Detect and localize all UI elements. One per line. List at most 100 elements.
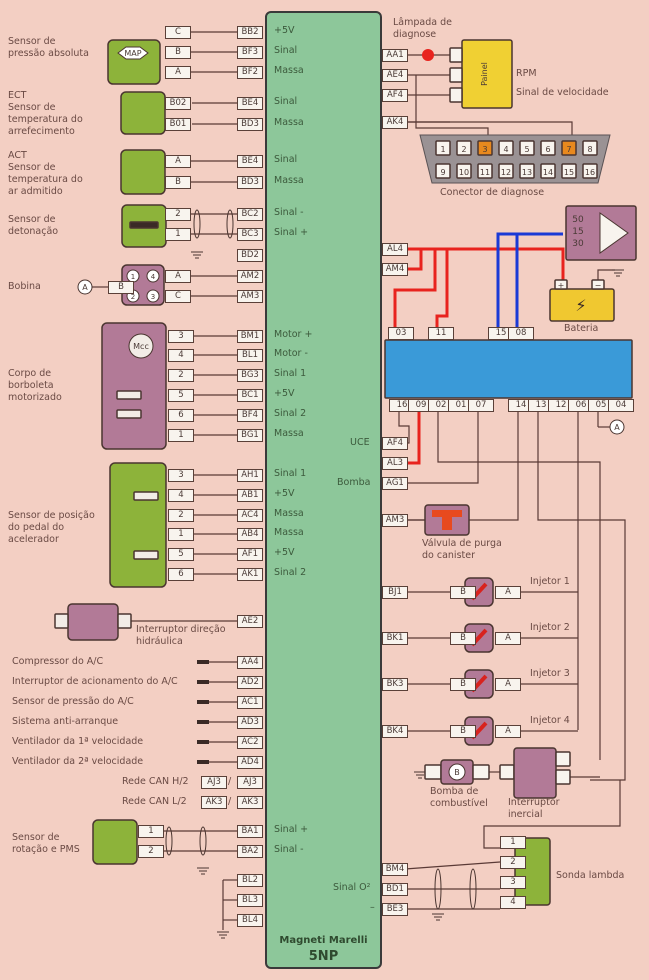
can-ecu-pin: AK3 [237, 796, 263, 809]
ect-pin: B02 [165, 97, 191, 110]
obd-pin-number: 2 [461, 145, 466, 154]
steering-switch-label: Interruptor direção hidráulica [136, 624, 226, 647]
potentiometer-icon [116, 409, 142, 419]
aux-ecu-pin: AC1 [237, 696, 263, 709]
knock-signal: Sinal - [274, 207, 304, 218]
injector-pin-b: B [450, 678, 476, 691]
pedal-ecu-pin: AH1 [237, 469, 263, 482]
obd-pin-number: 1 [440, 145, 445, 154]
aux-ecu-pin: AD3 [237, 716, 263, 729]
ect-sensor-body [120, 91, 166, 135]
crank-sensor-body [92, 819, 138, 865]
ect-signal: Sinal [274, 96, 298, 107]
crank-pin: 2 [138, 845, 164, 858]
throttle-ecu-pin: BG3 [237, 369, 263, 382]
obd-pin-number: 11 [480, 168, 490, 177]
potentiometer-icon [133, 491, 159, 501]
obd-pin-number: 9 [440, 168, 445, 177]
inertia-connector [555, 751, 571, 767]
lambda-pin: 2 [500, 856, 526, 869]
obd-pin [519, 140, 535, 156]
lambda-pin: 1 [500, 836, 526, 849]
ecu-title-line2: 5NP [308, 949, 339, 964]
knock-shield-ecu-pin: BD2 [237, 249, 263, 262]
throttle-signal: Sinal 2 [274, 408, 307, 419]
throttle-ecu-pin: BG1 [237, 429, 263, 442]
throttle-signal: +5V [274, 388, 295, 399]
coil-terminal [146, 269, 160, 283]
obd-pin-number: 5 [524, 145, 529, 154]
knock-ecu-pin: BC3 [237, 228, 263, 241]
obd-pin [582, 163, 598, 179]
pedal-signal: Sinal 1 [274, 468, 307, 479]
lambda-pin: 3 [500, 876, 526, 889]
battery-ground-icon [612, 269, 624, 277]
pedal-ecu-pin: AF1 [237, 548, 263, 561]
pedal-signal: Massa [274, 527, 304, 538]
knock-sensor-label: Sensor de detonação [8, 214, 59, 237]
pedal-pin: 2 [168, 509, 194, 522]
battery-body [549, 288, 615, 322]
aux-ecu-pin: AC2 [237, 736, 263, 749]
obd-pin [456, 140, 472, 156]
obd-pin [477, 163, 493, 179]
battery-terminal-plus [554, 279, 568, 290]
throttle-signal: Massa [274, 428, 304, 439]
pump-connector [472, 764, 490, 780]
panel-connector [449, 47, 463, 63]
obd-pin [498, 163, 514, 179]
crank-pin: 1 [138, 825, 164, 838]
act-sensor-label: ACT Sensor de temperatura do ar admitido [8, 150, 83, 197]
shield-icon [469, 868, 477, 910]
map-sensor-label: Sensor de pressão absoluta [8, 36, 89, 59]
ground-ecu-pin: BL2 [237, 874, 263, 887]
injector-label: Injetor 3 [530, 668, 570, 679]
ignition-wire [496, 232, 563, 330]
steering-connector [117, 613, 132, 629]
coil-ecu-pin: AM3 [237, 290, 263, 303]
act-pin: B [165, 176, 191, 189]
map-symbol: MAP [124, 49, 141, 58]
obd-pin [456, 163, 472, 179]
speed-signal-label: Sinal de velocidade [516, 87, 609, 98]
wire [404, 861, 501, 870]
fuel-pump-label: Bomba de combustível [430, 786, 488, 809]
knock-symbol [129, 221, 159, 229]
panel-connector [449, 67, 463, 83]
throttle-signal: Motor - [274, 348, 308, 359]
power-wire [393, 249, 437, 330]
bomba-label: Bomba [337, 477, 371, 488]
obd-pin-number: 12 [501, 168, 511, 177]
obd-pin-number: 8 [587, 145, 592, 154]
shield-icon [193, 209, 201, 239]
lambda-ecu-pin: BD1 [382, 883, 408, 896]
shield-icon [199, 826, 207, 856]
relay-power-ecu-pin: AL4 [382, 243, 408, 256]
obd-pin [561, 140, 577, 156]
ignition-terminal: 50 [572, 215, 584, 225]
pedal-signal: Sinal 2 [274, 567, 307, 578]
aux-label: Ventilador da 2ª velocidade [12, 756, 144, 767]
shield-icon [434, 868, 442, 910]
obd-label: Conector de diagnose [440, 187, 545, 198]
panel-ecu-pin: AF4 [382, 89, 408, 102]
inertia-connector [499, 764, 515, 780]
injector-ecu-pin: BJ1 [382, 586, 408, 599]
coil-terminal [146, 289, 160, 303]
panel-connector [449, 87, 463, 103]
coil-input-pin: B [108, 281, 134, 294]
obd-pin [498, 140, 514, 156]
crank-ground-icon [197, 867, 209, 875]
relay-bottom-pin: 02 [428, 399, 454, 412]
obd-pin [540, 140, 556, 156]
relay-bottom-pin: 01 [448, 399, 474, 412]
power-wire [405, 249, 423, 271]
obd-pin [561, 163, 577, 179]
relay-top-pin: 11 [428, 327, 454, 340]
injector-ecu-pin: BK4 [382, 725, 408, 738]
throttle-body-label: Corpo de borboleta motorizado [8, 368, 62, 403]
coil-ecu-pin: AM2 [237, 270, 263, 283]
lambda-label: Sonda lambda [556, 870, 625, 881]
coil-pin: C [165, 290, 191, 303]
obd-pin [519, 163, 535, 179]
